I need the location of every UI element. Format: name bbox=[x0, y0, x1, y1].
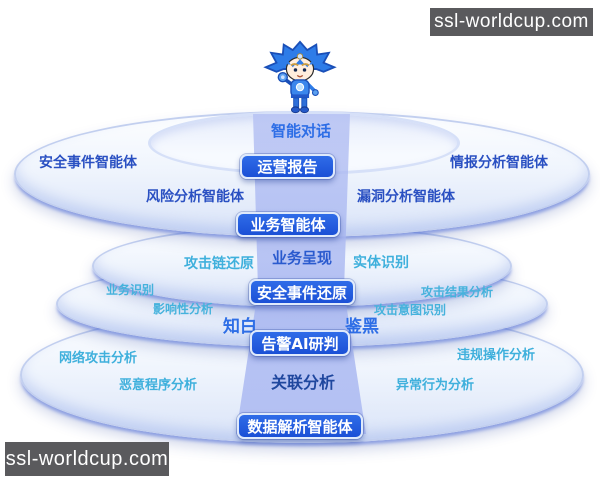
data-parsing-agent-button[interactable]: 数据解析智能体 bbox=[237, 413, 363, 439]
ai-robot-mascot-icon bbox=[263, 40, 337, 114]
label-risk-analysis-agent: 风险分析智能体 bbox=[146, 189, 244, 205]
label-vuln-analysis-agent: 漏洞分析智能体 bbox=[357, 189, 455, 205]
label-network-attack-analysis: 网络攻击分析 bbox=[59, 351, 138, 366]
label-attack-chain-restore: 攻击链还原 bbox=[184, 256, 254, 272]
label-security-event-agent: 安全事件智能体 bbox=[39, 155, 137, 171]
watermark-top-right: ssl-worldcup.com bbox=[430, 8, 593, 36]
security-event-restore-button[interactable]: 安全事件还原 bbox=[249, 279, 355, 305]
label-impact-analysis: 影响性分析 bbox=[153, 302, 214, 316]
business-agent-button[interactable]: 业务智能体 bbox=[236, 212, 340, 237]
label-violation-operation-analysis: 违规操作分析 bbox=[457, 348, 536, 363]
label-attack-result-analysis: 攻击结果分析 bbox=[421, 285, 494, 299]
label-detect-black: 鉴黑 bbox=[345, 317, 379, 337]
label-entity-recognition: 实体识别 bbox=[353, 255, 409, 271]
label-intelligent-dialog: 智能对话 bbox=[271, 122, 332, 140]
label-malware-analysis: 恶意程序分析 bbox=[119, 378, 198, 393]
label-attack-intent-recognition: 攻击意图识别 bbox=[374, 303, 447, 317]
label-business-recognition: 业务识别 bbox=[106, 283, 155, 297]
label-correlation-analysis: 关联分析 bbox=[271, 373, 336, 392]
label-abnormal-behavior-analysis: 异常行为分析 bbox=[396, 378, 475, 393]
watermark-bottom-left: ssl-worldcup.com bbox=[5, 442, 169, 476]
alert-ai-analysis-button[interactable]: 告警AI研判 bbox=[250, 330, 350, 356]
operation-report-button[interactable]: 运营报告 bbox=[240, 154, 335, 179]
label-business-presentation: 业务呈现 bbox=[272, 249, 333, 267]
label-intel-analysis-agent: 情报分析智能体 bbox=[450, 155, 548, 171]
